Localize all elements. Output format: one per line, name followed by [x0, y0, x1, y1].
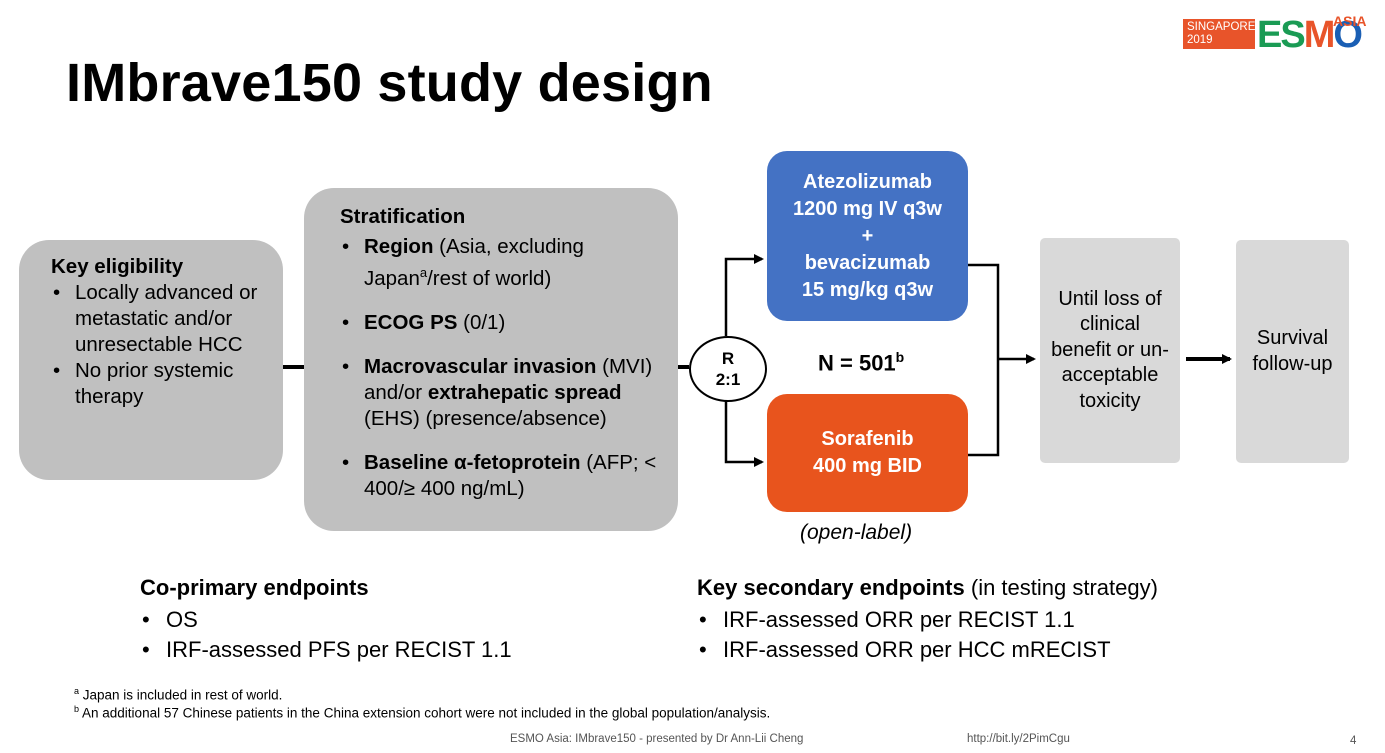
primary-endpoints-title: Co-primary endpoints [140, 575, 369, 600]
ecog-detail: (0/1) [457, 310, 506, 334]
arm-dose-sorafenib: 400 mg BID [813, 455, 922, 477]
stratification-item-ecog: ECOG PS (0/1) [340, 310, 660, 336]
randomization-to-sorafenib-arrow [724, 401, 764, 467]
ehs-detail: (EHS) (presence/absence) [364, 406, 607, 430]
secondary-endpoints-title-note: (in testing strategy) [964, 575, 1158, 600]
footnote-mark-b: b [895, 349, 905, 365]
region-detail: (Asia, excluding Japan [364, 235, 584, 290]
region-label: Region [364, 235, 434, 258]
logo-wordmark-m: M [1303, 14, 1336, 56]
atezo-arm-bracket [968, 263, 1000, 457]
eligibility-box: Key eligibility Locally advanced or meta… [19, 240, 283, 480]
ecog-label: ECOG PS [364, 310, 458, 334]
secondary-endpoints-list: IRF-assessed ORR per RECIST 1.1 IRF-asse… [697, 605, 1158, 665]
footnote-a-text: Japan is included in rest of world. [79, 687, 283, 703]
stratification-item-afp: Baseline α-fetoprotein (AFP; < 400/≥ 400… [340, 450, 660, 502]
logo-city-box [1183, 19, 1255, 49]
sample-size-text: N = 501 [818, 350, 896, 376]
sorafenib-arm: Sorafenib 400 mg BID [767, 394, 968, 512]
footnote-a: a Japan is included in rest of world. [74, 683, 282, 704]
footnote-mark-a: a [419, 265, 428, 280]
randomization-label: R [721, 349, 735, 368]
logo-wordmark: ESMO [1257, 14, 1363, 56]
logo-year: 2019 [1187, 34, 1213, 46]
atezolizumab-bevacizumab-arm: Atezolizumab 1200 mg IV q3w + bevacizuma… [767, 151, 968, 321]
treatment-duration-text: Until loss of clinical benefit or un-acc… [1051, 287, 1169, 412]
eligibility-item: No prior systemic therapy [51, 358, 273, 410]
secondary-endpoints-title: Key secondary endpoints (in testing stra… [697, 575, 1158, 601]
footnote-b-mark: b [74, 704, 80, 714]
primary-endpoints: Co-primary endpoints OS IRF-assessed PFS… [140, 575, 512, 665]
ehs-label: extrahepatic spread [427, 380, 622, 404]
logo-wordmark-es: ES [1257, 14, 1306, 56]
page-number: 4 [1350, 735, 1357, 747]
arm-drug-atezolizumab: Atezolizumab [803, 170, 932, 193]
mvi-detail: (MVI) and/or [364, 354, 653, 404]
stratification-item-mvi: Macrovascular invasion (MVI) and/or extr… [340, 354, 660, 432]
page-title: IMbrave150 study design [66, 53, 713, 113]
arm-dose-atezolizumab: 1200 mg IV q3w [793, 197, 942, 220]
stratification-box: Stratification Region (Asia, excluding J… [304, 188, 678, 531]
logo-wordmark-o: O [1333, 14, 1363, 56]
footnote-b-text: An additional 57 Chinese patients in the… [79, 705, 771, 721]
endpoint-item: IRF-assessed ORR per HCC mRECIST [697, 635, 1158, 665]
arm-drug-sorafenib: Sorafenib [821, 428, 914, 450]
secondary-endpoints-title-bold: Key secondary endpoints [697, 575, 965, 600]
afp-detail: (AFP; < 400/≥ 400 ng/mL) [364, 450, 657, 500]
primary-endpoints-list: OS IRF-assessed PFS per RECIST 1.1 [140, 605, 512, 665]
sample-size: N = 501b [818, 349, 904, 376]
footer-presenter: ESMO Asia: IMbrave150 - presented by Dr … [510, 733, 804, 745]
esmo-asia-logo: SINGAPORE 2019 ESMO ASIA [1183, 13, 1383, 56]
endpoint-item: OS [140, 605, 512, 635]
arm-plus: + [861, 224, 874, 247]
mvi-label: Macrovascular invasion [364, 354, 597, 378]
arm-dose-bevacizumab: 15 mg/kg q3w [801, 278, 934, 301]
footnote-b: b An additional 57 Chinese patients in t… [74, 701, 770, 722]
logo-region: ASIA [1333, 13, 1367, 29]
open-label-note: (open-label) [800, 521, 913, 544]
afp-label: Baseline α-fetoprotein [364, 450, 581, 474]
region-detail-2: /rest of world) [427, 266, 552, 290]
secondary-endpoints: Key secondary endpoints (in testing stra… [697, 575, 1158, 665]
arm-drug-bevacizumab: bevacizumab [804, 251, 931, 274]
logo-city: SINGAPORE [1187, 21, 1256, 33]
stratification-item-region: Region (Asia, excluding Japana/rest of w… [340, 234, 660, 292]
footer-link[interactable]: http://bit.ly/2PimCgu [967, 733, 1070, 745]
endpoint-item: IRF-assessed ORR per RECIST 1.1 [697, 605, 1158, 635]
stratification-heading: Stratification [340, 205, 466, 228]
footnote-a-mark: a [74, 686, 80, 696]
eligibility-item: Locally advanced or metastatic and/or un… [51, 280, 273, 358]
eligibility-heading: Key eligibility [51, 255, 184, 278]
endpoint-item: IRF-assessed PFS per RECIST 1.1 [140, 635, 512, 665]
eligibility-list: Locally advanced or metastatic and/or un… [51, 280, 273, 410]
stratification-list: Region (Asia, excluding Japana/rest of w… [340, 234, 660, 502]
randomization-circle: R 2:1 [689, 336, 767, 402]
survival-followup-box: Survival follow-up [1236, 240, 1349, 463]
randomization-to-atezo-arrow [724, 254, 764, 336]
treatment-duration-box: Until loss of clinical benefit or un-acc… [1040, 238, 1180, 463]
survival-followup-text: Survival follow-up [1252, 327, 1333, 375]
randomization-ratio: 2:1 [715, 370, 741, 389]
